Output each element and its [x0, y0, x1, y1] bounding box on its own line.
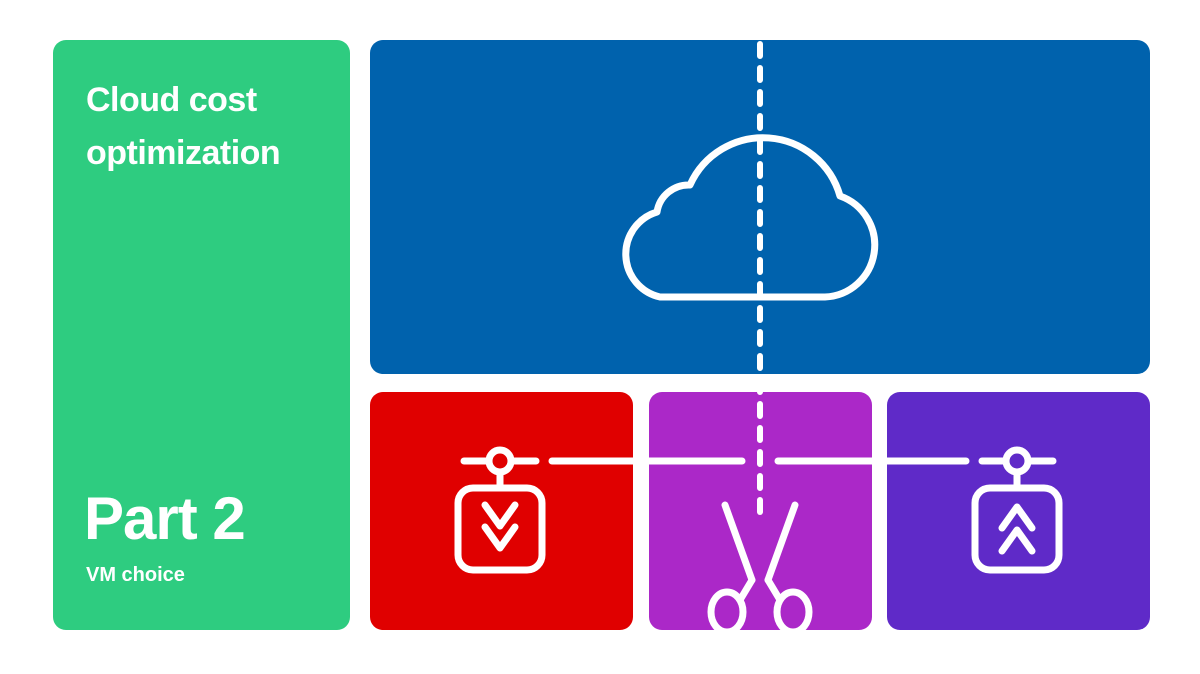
part-label: Part 2: [84, 485, 246, 552]
scale-down-panel: [370, 392, 633, 630]
cloud-icon: [622, 134, 879, 301]
scale-down-tag-icon: [454, 446, 546, 574]
subtitle: VM choice: [86, 564, 185, 586]
title-panel: [53, 40, 350, 630]
banner-title: Cloud cost optimization: [86, 81, 281, 172]
scale-up-tag-icon: [971, 446, 1063, 574]
scissors-icon: [707, 501, 813, 636]
